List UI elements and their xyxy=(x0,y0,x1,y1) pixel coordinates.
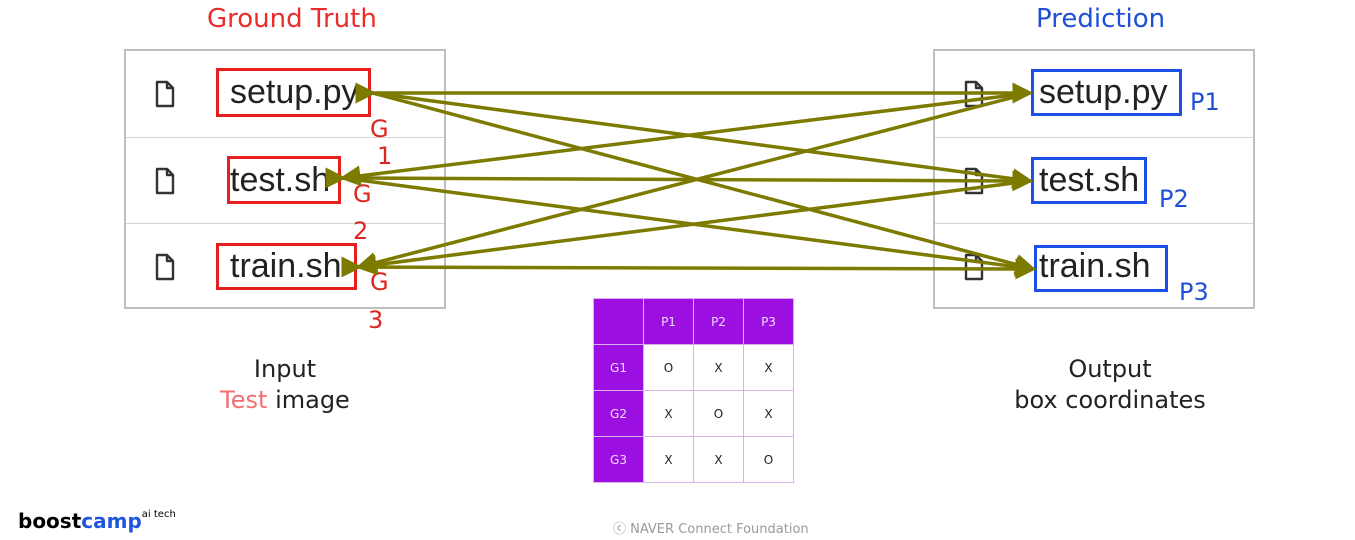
arrow-p1-g3 xyxy=(355,91,1031,273)
gt-row-2: test.sh xyxy=(126,137,444,224)
pred-label-3: P3 xyxy=(1179,278,1209,306)
match-table-row-header: G1 xyxy=(593,344,644,391)
input-caption: Input Test image xyxy=(210,354,360,416)
match-table-cell: X xyxy=(743,344,794,391)
gt-label-3-index: 3 xyxy=(368,306,384,334)
output-caption-line2: box coordinates xyxy=(1014,386,1206,414)
brand-sup: ai tech xyxy=(141,509,176,521)
arrow-g1-p2 xyxy=(372,91,1034,190)
output-caption-line1: Output xyxy=(1068,355,1152,383)
file-icon xyxy=(155,253,175,281)
match-table-cell: X xyxy=(643,390,694,437)
match-table-cell: O xyxy=(643,344,694,391)
pred-label-1: P1 xyxy=(1190,88,1220,116)
input-caption-line2: Test image xyxy=(210,385,360,416)
arrow-p1-g2 xyxy=(339,91,1031,187)
gt-label-1-letter: G xyxy=(370,115,389,143)
match-table-cell: X xyxy=(743,390,794,437)
gt-file-name: setup.py xyxy=(230,73,359,111)
match-table-cell: O xyxy=(743,436,794,483)
match-table-row: G3 X X O xyxy=(593,436,794,483)
gt-label-2-index: 2 xyxy=(353,217,369,245)
file-icon xyxy=(155,167,175,195)
pred-file-name: test.sh xyxy=(1039,161,1140,199)
gt-row-1: setup.py xyxy=(126,51,444,137)
pred-label-2: P2 xyxy=(1159,185,1189,213)
copyright-footer: ⓒ NAVER Connect Foundation xyxy=(613,522,809,537)
arrow-g2-p2 xyxy=(325,167,1034,192)
file-icon xyxy=(155,80,175,108)
gt-file-name: test.sh xyxy=(230,161,331,199)
match-table-row-header: G2 xyxy=(593,390,644,437)
match-table-corner xyxy=(593,298,644,345)
output-caption: Output box coordinates xyxy=(1000,354,1220,416)
input-caption-rest: image xyxy=(267,386,350,414)
arrow-p2-g3 xyxy=(355,179,1031,276)
pred-row-1: setup.py xyxy=(935,51,1253,137)
boostcamp-logo: boostcampai tech xyxy=(18,509,176,533)
match-table-row: G1 O X X xyxy=(593,344,794,391)
match-table-row-header: G3 xyxy=(593,436,644,483)
gt-label-1-index: 1 xyxy=(377,142,393,170)
arrow-g3-p3 xyxy=(341,256,1037,280)
match-table-header-row: P1 P2 P3 xyxy=(593,298,794,345)
prediction-title: Prediction xyxy=(1036,4,1166,34)
match-table-cell: O xyxy=(693,390,744,437)
match-table: P1 P2 P3 G1 O X X G2 X O X G3 X X O xyxy=(593,298,794,483)
match-table-col-header: P3 xyxy=(743,298,794,345)
match-table-col-header: P2 xyxy=(693,298,744,345)
pred-row-3: train.sh xyxy=(935,223,1253,310)
input-caption-line1: Input xyxy=(253,355,317,383)
match-table-cell: X xyxy=(693,436,744,483)
match-table-row: G2 X O X xyxy=(593,390,794,437)
ground-truth-title: Ground Truth xyxy=(207,4,377,34)
match-table-cell: X xyxy=(643,436,694,483)
pred-file-name: train.sh xyxy=(1039,247,1151,285)
gt-row-3: train.sh xyxy=(126,223,444,310)
brand-accent: camp xyxy=(81,509,142,533)
brand-main: boost xyxy=(18,509,82,533)
pred-row-2: test.sh xyxy=(935,137,1253,224)
match-table-cell: X xyxy=(693,344,744,391)
gt-file-name: train.sh xyxy=(230,247,342,285)
input-caption-accent: Test xyxy=(220,386,268,414)
pred-file-name: setup.py xyxy=(1039,73,1168,111)
match-table-col-header: P1 xyxy=(643,298,694,345)
